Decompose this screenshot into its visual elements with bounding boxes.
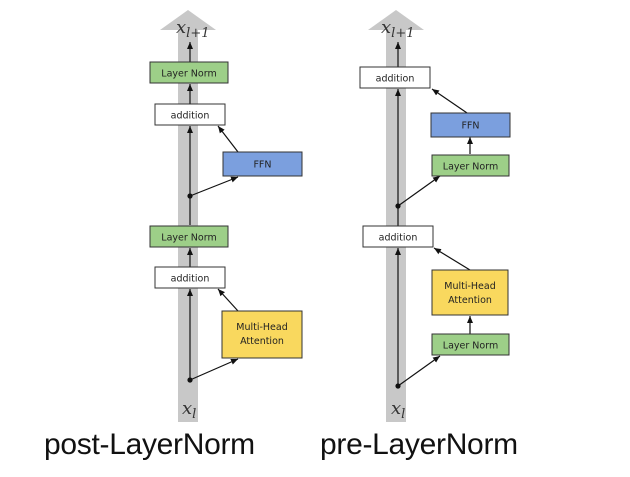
pre-residual-stream — [368, 10, 424, 422]
svg-text:Layer Norm: Layer Norm — [443, 341, 498, 352]
pre-ffn: FFN — [430, 112, 511, 138]
pre-connectors — [395, 42, 473, 387]
svg-text:Multi-Head: Multi-Head — [236, 322, 288, 333]
pre-layer-norm-bottom: Layer Norm — [431, 333, 510, 356]
pre-addition-top: addition — [359, 66, 431, 89]
post-layer-norm-top: Layer Norm — [149, 61, 229, 84]
svg-text:addition: addition — [379, 233, 418, 244]
post-input-label: xl — [182, 398, 196, 422]
post-layer-norm-mid: Layer Norm — [149, 225, 229, 248]
post-residual-stream — [160, 10, 216, 422]
svg-text:FFN: FFN — [461, 121, 479, 132]
pre-branch-dot-top — [395, 203, 401, 209]
post-layernorm-diagram: xl+1 xl Layer Norm addition — [149, 10, 303, 422]
post-branch-dot-top — [187, 193, 193, 199]
svg-text:FFN: FFN — [253, 160, 271, 171]
post-ffn: FFN — [222, 151, 303, 177]
pre-layer-norm-mid: Layer Norm — [431, 154, 510, 177]
svg-text:Layer Norm: Layer Norm — [161, 233, 216, 244]
pre-layernorm-diagram: xl+1 xl addition FFN Layer Nor — [359, 10, 511, 422]
pre-branch-dot-bottom — [395, 383, 401, 389]
post-layernorm-caption: post-LayerNorm — [44, 428, 255, 461]
svg-text:Layer Norm: Layer Norm — [443, 162, 498, 173]
svg-text:Attention: Attention — [448, 295, 492, 306]
svg-text:addition: addition — [171, 274, 210, 285]
pre-multi-head-attention: Multi-Head Attention — [431, 269, 509, 316]
post-addition-top: addition — [154, 103, 226, 126]
svg-text:Layer Norm: Layer Norm — [161, 69, 216, 80]
post-multi-head-attention: Multi-Head Attention — [221, 310, 303, 359]
svg-text:Multi-Head: Multi-Head — [444, 281, 496, 292]
pre-input-label: xl — [391, 398, 405, 422]
svg-text:addition: addition — [376, 74, 415, 85]
svg-text:addition: addition — [171, 111, 210, 122]
post-addition-bottom: addition — [154, 266, 226, 289]
post-connectors — [187, 42, 239, 381]
svg-text:Attention: Attention — [240, 336, 284, 347]
pre-output-label: xl+1 — [381, 17, 414, 41]
pre-layernorm-caption: pre-LayerNorm — [320, 428, 518, 461]
pre-addition-bottom: addition — [362, 225, 434, 248]
post-branch-dot-bottom — [187, 377, 193, 383]
post-output-label: xl+1 — [176, 17, 209, 41]
